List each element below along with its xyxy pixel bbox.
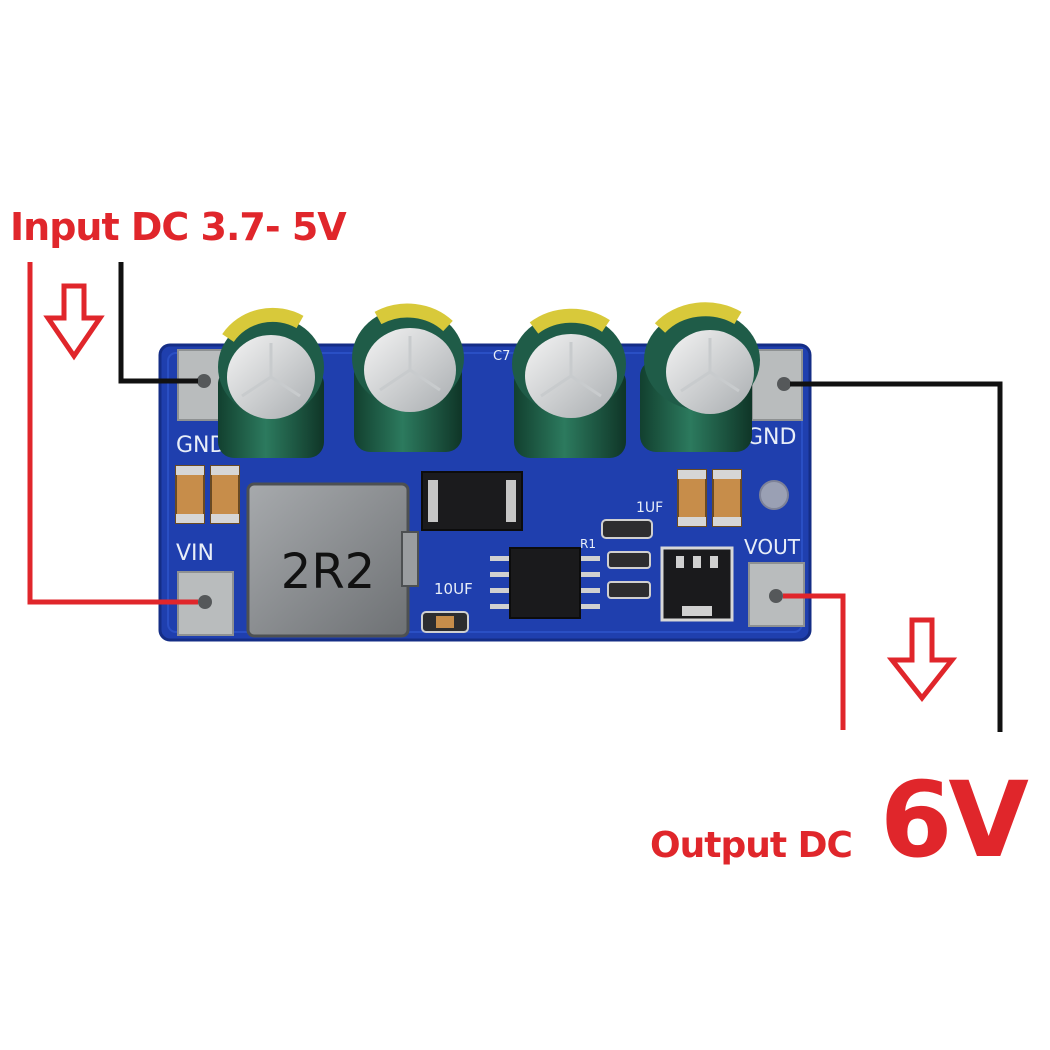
output-voltage-value: 6V	[880, 759, 1029, 881]
sot-transistor	[660, 546, 734, 622]
r1-label: R1	[580, 537, 596, 551]
capacitor-1	[218, 307, 324, 458]
input-voltage-label: Input DC 3.7- 5V	[10, 205, 347, 249]
capacitor-3	[512, 308, 626, 458]
smd-resistors	[421, 519, 653, 633]
output-positive-wire	[783, 593, 846, 730]
wires	[27, 262, 1003, 732]
output-label: Output DC	[650, 825, 853, 866]
input-positive-wire	[27, 262, 198, 605]
silkscreen-text: GND VIN GND VOUT 10UF 1UF C7 R1	[176, 349, 801, 598]
c7-label: C7	[493, 349, 510, 364]
down-arrow-icon	[886, 617, 958, 703]
schottky-diode	[421, 471, 523, 531]
capacitor-4	[640, 302, 760, 452]
vout-label: VOUT	[744, 535, 801, 559]
smd-capacitors-right	[677, 469, 742, 527]
input-ground-wire	[118, 262, 198, 384]
output-ground-wire	[790, 381, 1003, 732]
ic-chip	[490, 547, 600, 619]
down-arrow-icon	[43, 283, 105, 361]
cap-1uf-label: 1UF	[636, 500, 663, 516]
electrolytic-capacitors	[218, 302, 760, 458]
cap-10uf-label: 10UF	[434, 580, 473, 598]
gnd-right-label: GND	[746, 425, 796, 450]
vin-label: VIN	[176, 541, 214, 566]
mounting-hole	[759, 480, 789, 510]
terminal-pads	[177, 349, 805, 636]
smd-capacitors-left	[175, 465, 240, 524]
inductor-marking: 2R2	[281, 544, 375, 600]
capacitor-2	[352, 303, 464, 452]
inductor: 2R2	[246, 482, 419, 638]
